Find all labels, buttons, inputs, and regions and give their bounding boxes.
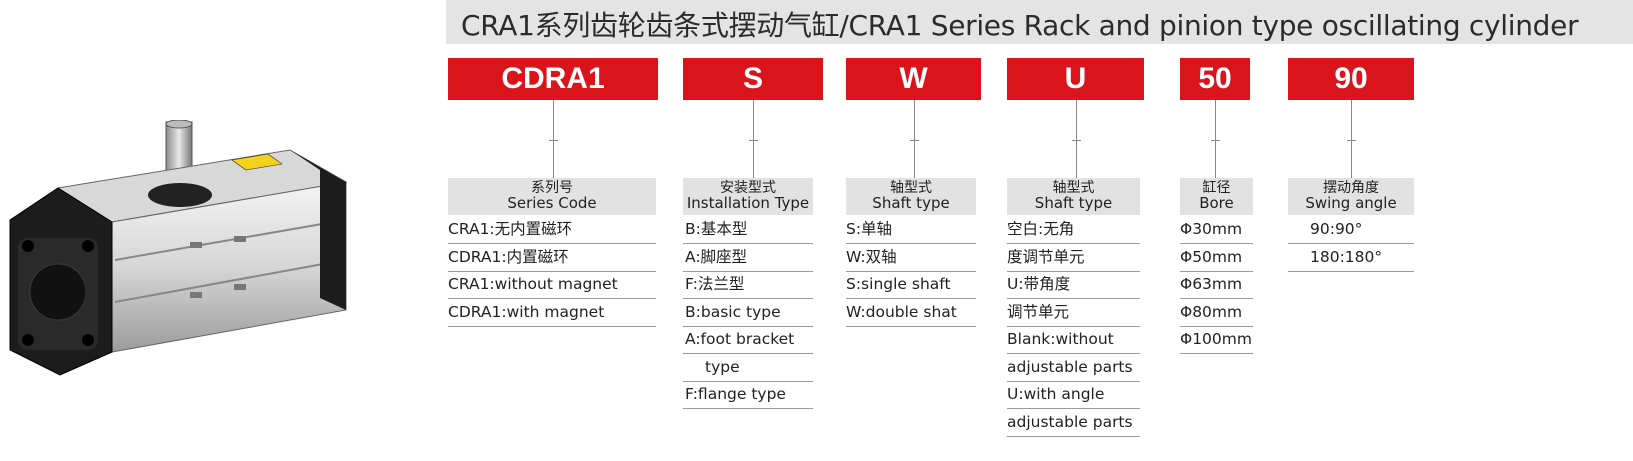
connector-line-0 (553, 100, 554, 178)
column-header-en: Shaft type (1034, 194, 1113, 212)
connector-tick-3 (1072, 140, 1081, 141)
connector-line-2 (914, 100, 915, 178)
option-row: W:double shat (846, 299, 976, 327)
cylinder-product-image (9, 120, 348, 376)
option-row: W:双轴 (846, 244, 976, 272)
column-header-zh: 轴型式 (890, 180, 932, 196)
option-row: CDRA1:内置磁环 (448, 244, 656, 272)
column-header-en: Bore (1199, 194, 1234, 212)
page-title: CRA1系列齿轮齿条式摆动气缸/CRA1 Series Rack and pin… (461, 9, 1579, 42)
connector-tick-4 (1211, 140, 1220, 141)
option-row: Φ50mm (1180, 244, 1253, 272)
code-box-3: U (1007, 58, 1144, 100)
code-box-0: CDRA1 (448, 58, 658, 100)
code-box-5: 90 (1288, 58, 1414, 100)
column-header-zh: 轴型式 (1052, 180, 1095, 196)
option-row: U:with angle (1007, 381, 1140, 409)
option-row: 90:90° (1288, 216, 1414, 244)
option-row: Φ100mm (1180, 326, 1253, 354)
option-row: U:带角度 (1007, 271, 1140, 299)
option-row: S:单轴 (846, 216, 976, 244)
connector-line-3 (1076, 100, 1077, 178)
title-bar (446, 0, 1633, 44)
option-row: F:flange type (683, 381, 813, 409)
option-row: Φ63mm (1180, 271, 1253, 299)
code-box-2: W (846, 58, 981, 100)
column-header-zh: 安装型式 (720, 180, 776, 196)
option-row: Φ30mm (1180, 216, 1253, 244)
column-header-en: Series Code (507, 194, 597, 212)
connector-line-4 (1215, 100, 1216, 178)
column-header-zh: 系列号 (531, 180, 573, 196)
connector-tick-2 (910, 140, 919, 141)
connector-line-5 (1351, 100, 1352, 178)
connector-line-1 (753, 100, 754, 178)
option-row: CRA1:无内置磁环 (448, 216, 656, 244)
option-row: Φ80mm (1180, 299, 1253, 327)
option-row: S:single shaft (846, 271, 976, 299)
option-row: A:脚座型 (683, 244, 813, 272)
connector-tick-1 (749, 140, 758, 141)
option-row: 度调节单元 (1007, 244, 1140, 272)
connector-tick-0 (549, 140, 558, 141)
option-row: A:foot bracket (683, 326, 813, 354)
option-row: 空白:无角 (1007, 216, 1140, 244)
column-header-en: Shaft type (872, 194, 950, 212)
code-box-1: S (683, 58, 823, 100)
option-row: Blank:without (1007, 326, 1140, 354)
column-header-zh: 缸径 (1202, 180, 1231, 196)
option-row: F:法兰型 (683, 271, 813, 299)
option-row: CRA1:without magnet (448, 271, 656, 299)
option-row: adjustable parts (1007, 354, 1140, 382)
option-row: CDRA1:with magnet (448, 299, 656, 327)
option-row: 180:180° (1288, 244, 1414, 272)
column-header-zh: 摆动角度 (1323, 180, 1379, 196)
column-header-en: Installation Type (686, 194, 810, 212)
option-row: 调节单元 (1007, 299, 1140, 327)
column-header-en: Swing angle (1305, 194, 1397, 212)
option-row: B:基本型 (683, 216, 813, 244)
connector-tick-5 (1347, 140, 1356, 141)
option-row: type (683, 354, 813, 382)
option-row: B:basic type (683, 299, 813, 327)
option-row: adjustable parts (1007, 409, 1140, 437)
code-box-4: 50 (1180, 58, 1250, 100)
